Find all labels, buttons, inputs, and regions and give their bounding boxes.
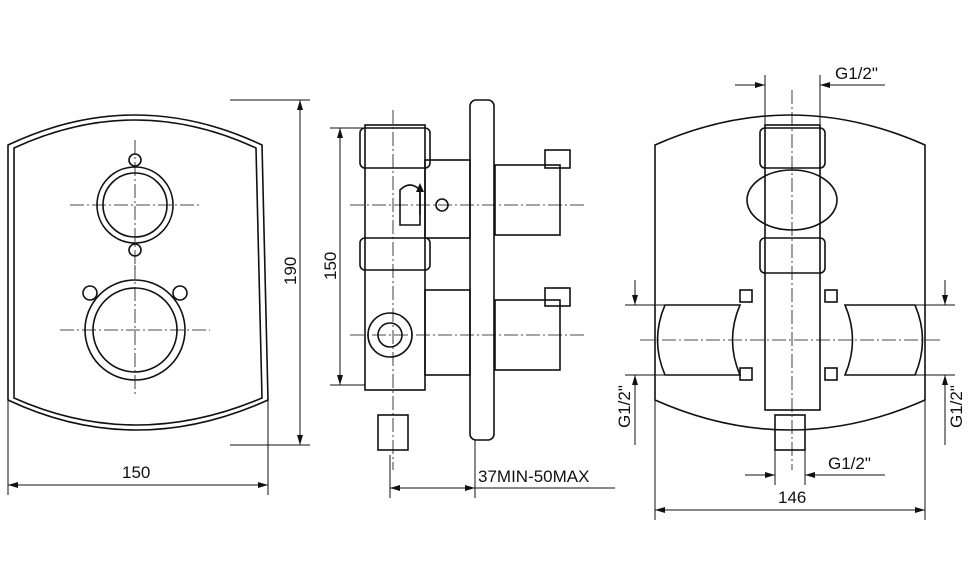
side-depth-label: 37MIN-50MAX [478, 467, 589, 486]
bottom-thread-label: G1/2" [828, 454, 871, 473]
front-view: 190 150 [7, 99, 310, 495]
side-plate [469, 99, 495, 441]
side-height-label: 150 [321, 252, 340, 280]
back-view: G1/2" G1/2" G1/2" G1/2" 146 [615, 64, 966, 520]
side-view: 150 37MIN-50MAX [321, 99, 615, 498]
top-thread-label: G1/2" [835, 64, 878, 83]
valve-body [364, 124, 426, 391]
back-width-label: 146 [778, 488, 806, 507]
right-thread-label: G1/2" [947, 385, 966, 428]
left-thread-label: G1/2" [615, 385, 634, 428]
front-height-label: 190 [281, 257, 300, 285]
vertical-pipe [764, 124, 821, 411]
front-width-label: 150 [122, 463, 150, 482]
cover-plate [7, 114, 269, 431]
